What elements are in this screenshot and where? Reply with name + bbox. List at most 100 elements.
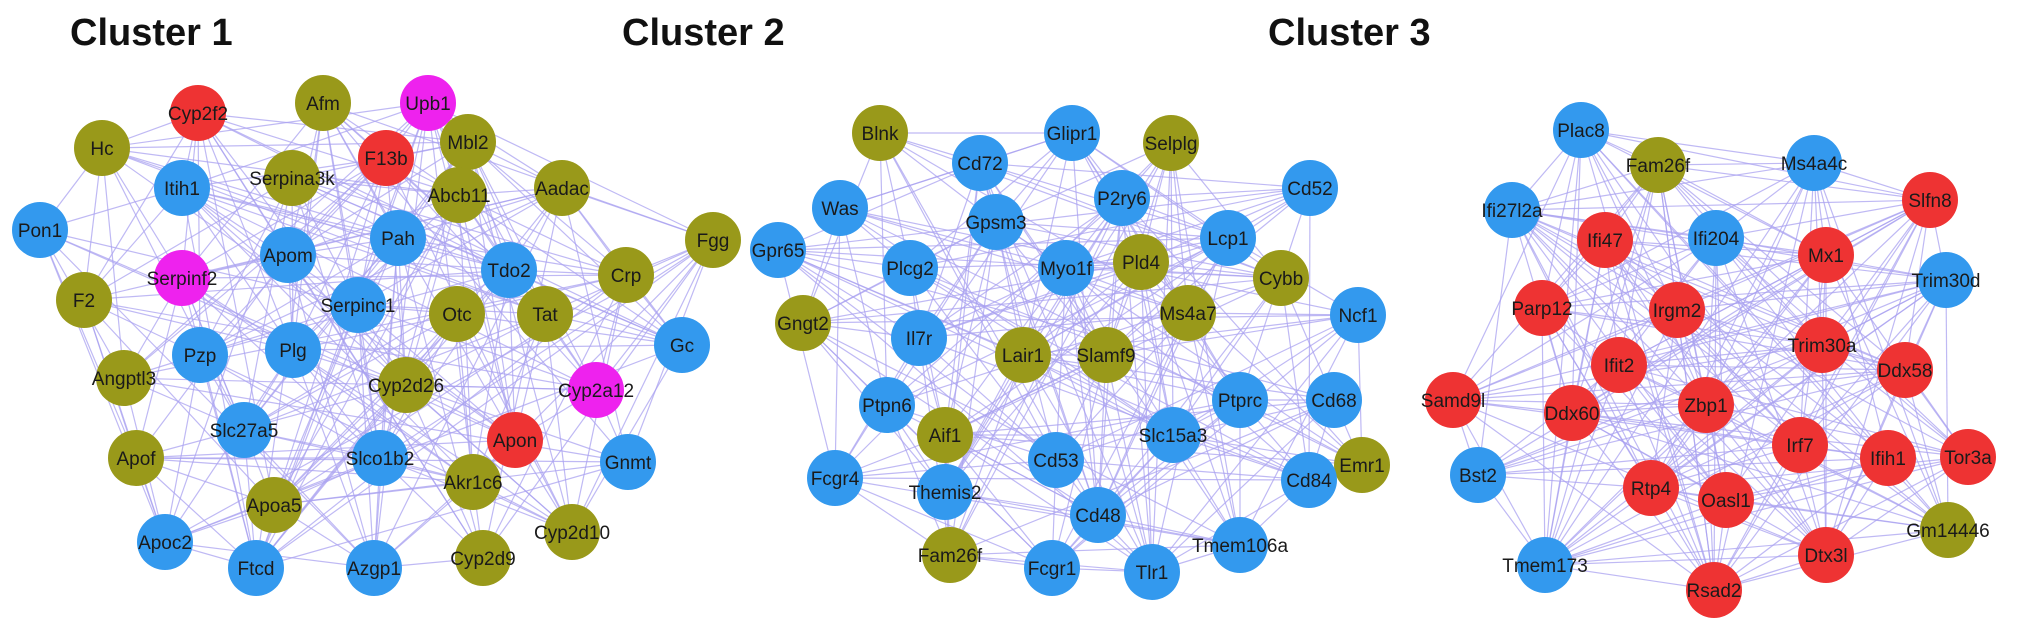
gene-node-circle: [1877, 342, 1933, 398]
gene-node-label: Afm: [306, 94, 340, 115]
gene-node-circle: [1078, 327, 1134, 383]
network-edge: [1170, 142, 1241, 546]
gene-node: Gngt2: [775, 295, 831, 351]
network-edge: [1676, 309, 1801, 446]
gene-node-circle: [1281, 452, 1337, 508]
gene-node-label: Was: [821, 199, 858, 220]
gene-node-label: Fgg: [697, 231, 730, 252]
network-edge: [273, 313, 458, 506]
gene-node: Gnmt: [600, 434, 656, 490]
network-edge: [1097, 399, 1335, 516]
network-edge: [291, 177, 627, 276]
gene-node-label: Itih1: [164, 179, 200, 200]
network-edge: [1650, 254, 1827, 489]
gene-node-circle: [1330, 287, 1386, 343]
gene-node: Apoc2: [137, 514, 193, 570]
gene-node-label: Tdo2: [487, 261, 530, 282]
gene-node-label: F2: [73, 291, 95, 312]
network-edge: [1151, 399, 1335, 573]
network-edge: [1544, 129, 1582, 566]
gene-node: Bst2: [1450, 447, 1506, 503]
gene-node: Themis2: [909, 464, 981, 520]
gene-node-label: Slco1b2: [346, 449, 415, 470]
network-edge: [472, 313, 546, 483]
network-edge: [181, 102, 324, 279]
network-edge: [839, 207, 1067, 269]
network-edge: [1715, 237, 1827, 556]
network-edge: [1541, 307, 1715, 591]
network-edge: [357, 102, 429, 306]
network-edge: [777, 187, 1311, 251]
gene-node-circle: [1306, 372, 1362, 428]
gene-node-circle: [1334, 437, 1390, 493]
gene-node: Rsad2: [1686, 562, 1742, 618]
gene-node-circle: [685, 212, 741, 268]
network-edge: [197, 112, 294, 351]
gene-node: Fam26f: [918, 527, 983, 583]
gene-node-circle: [1577, 212, 1633, 268]
network-edge: [405, 384, 597, 391]
network-edge: [1676, 279, 1947, 311]
gene-node: Cd72: [952, 135, 1008, 191]
network-edge: [1825, 199, 1931, 556]
network-edge: [1705, 254, 1827, 406]
cluster-1-title: Cluster 1: [70, 12, 233, 54]
gene-node-label: Ms4a7: [1159, 304, 1216, 325]
gene-node-label: F13b: [364, 149, 407, 170]
cluster-3-title: Cluster 3: [1268, 12, 1431, 54]
gene-node-circle: [154, 250, 210, 306]
network-edge: [458, 194, 627, 276]
gene-node: Irf7: [1772, 417, 1828, 473]
network-edge: [456, 313, 683, 346]
gene-node-circle: [216, 402, 272, 458]
gene-node-circle: [1425, 372, 1481, 428]
network-edge: [357, 304, 516, 441]
gene-node-label: Oasl1: [1701, 491, 1751, 512]
network-edge: [1580, 129, 1827, 256]
network-edge: [1580, 129, 1931, 201]
gene-node-circle: [170, 85, 226, 141]
gene-node-label: Apom: [263, 246, 313, 267]
network-edge: [181, 187, 294, 351]
network-edge: [199, 354, 257, 569]
network-edge: [83, 112, 199, 301]
gene-node-label: Gc: [670, 336, 694, 357]
gene-node-label: Dtx3l: [1804, 546, 1847, 567]
gene-node: Lcp1: [1200, 210, 1256, 266]
network-edge: [918, 261, 1142, 339]
network-edge: [1187, 312, 1241, 546]
gene-node-circle: [1772, 417, 1828, 473]
network-edge: [1055, 267, 1067, 461]
network-edge: [1705, 404, 1949, 531]
gene-node-label: Rtp4: [1631, 479, 1672, 500]
gene-node: Cd84: [1281, 452, 1337, 508]
gene-node-circle: [429, 286, 485, 342]
gene-node: Apon: [487, 412, 543, 468]
gene-node: Selplg: [1143, 115, 1199, 171]
gene-node-circle: [346, 540, 402, 596]
network-edge: [1715, 237, 1727, 501]
gene-node: Samd9l: [1421, 372, 1485, 428]
gene-node-label: Irf7: [1786, 436, 1813, 457]
gene-node: Slc27a5: [210, 402, 278, 458]
network-edge: [1725, 456, 1969, 501]
gene-node-circle: [96, 350, 152, 406]
network-edge: [181, 187, 474, 483]
gene-node-circle: [295, 75, 351, 131]
network-edge: [292, 349, 573, 533]
network-edge: [1452, 279, 1947, 401]
gene-node-circle: [1113, 234, 1169, 290]
gene-node-label: Serpina3k: [249, 169, 335, 190]
gene-node: Plac8: [1553, 102, 1609, 158]
gene-node-circle: [1038, 240, 1094, 296]
network-edge: [1239, 314, 1359, 546]
network-edge: [1544, 564, 1715, 591]
gene-node-circle: [1902, 172, 1958, 228]
gene-node-label: Ncf1: [1338, 306, 1377, 327]
network-edge: [287, 102, 429, 256]
network-edge: [123, 304, 359, 379]
network-edge: [181, 187, 510, 271]
gene-node: Abcb11: [427, 167, 491, 223]
network-edge: [1541, 279, 1947, 309]
gene-node-circle: [917, 407, 973, 463]
